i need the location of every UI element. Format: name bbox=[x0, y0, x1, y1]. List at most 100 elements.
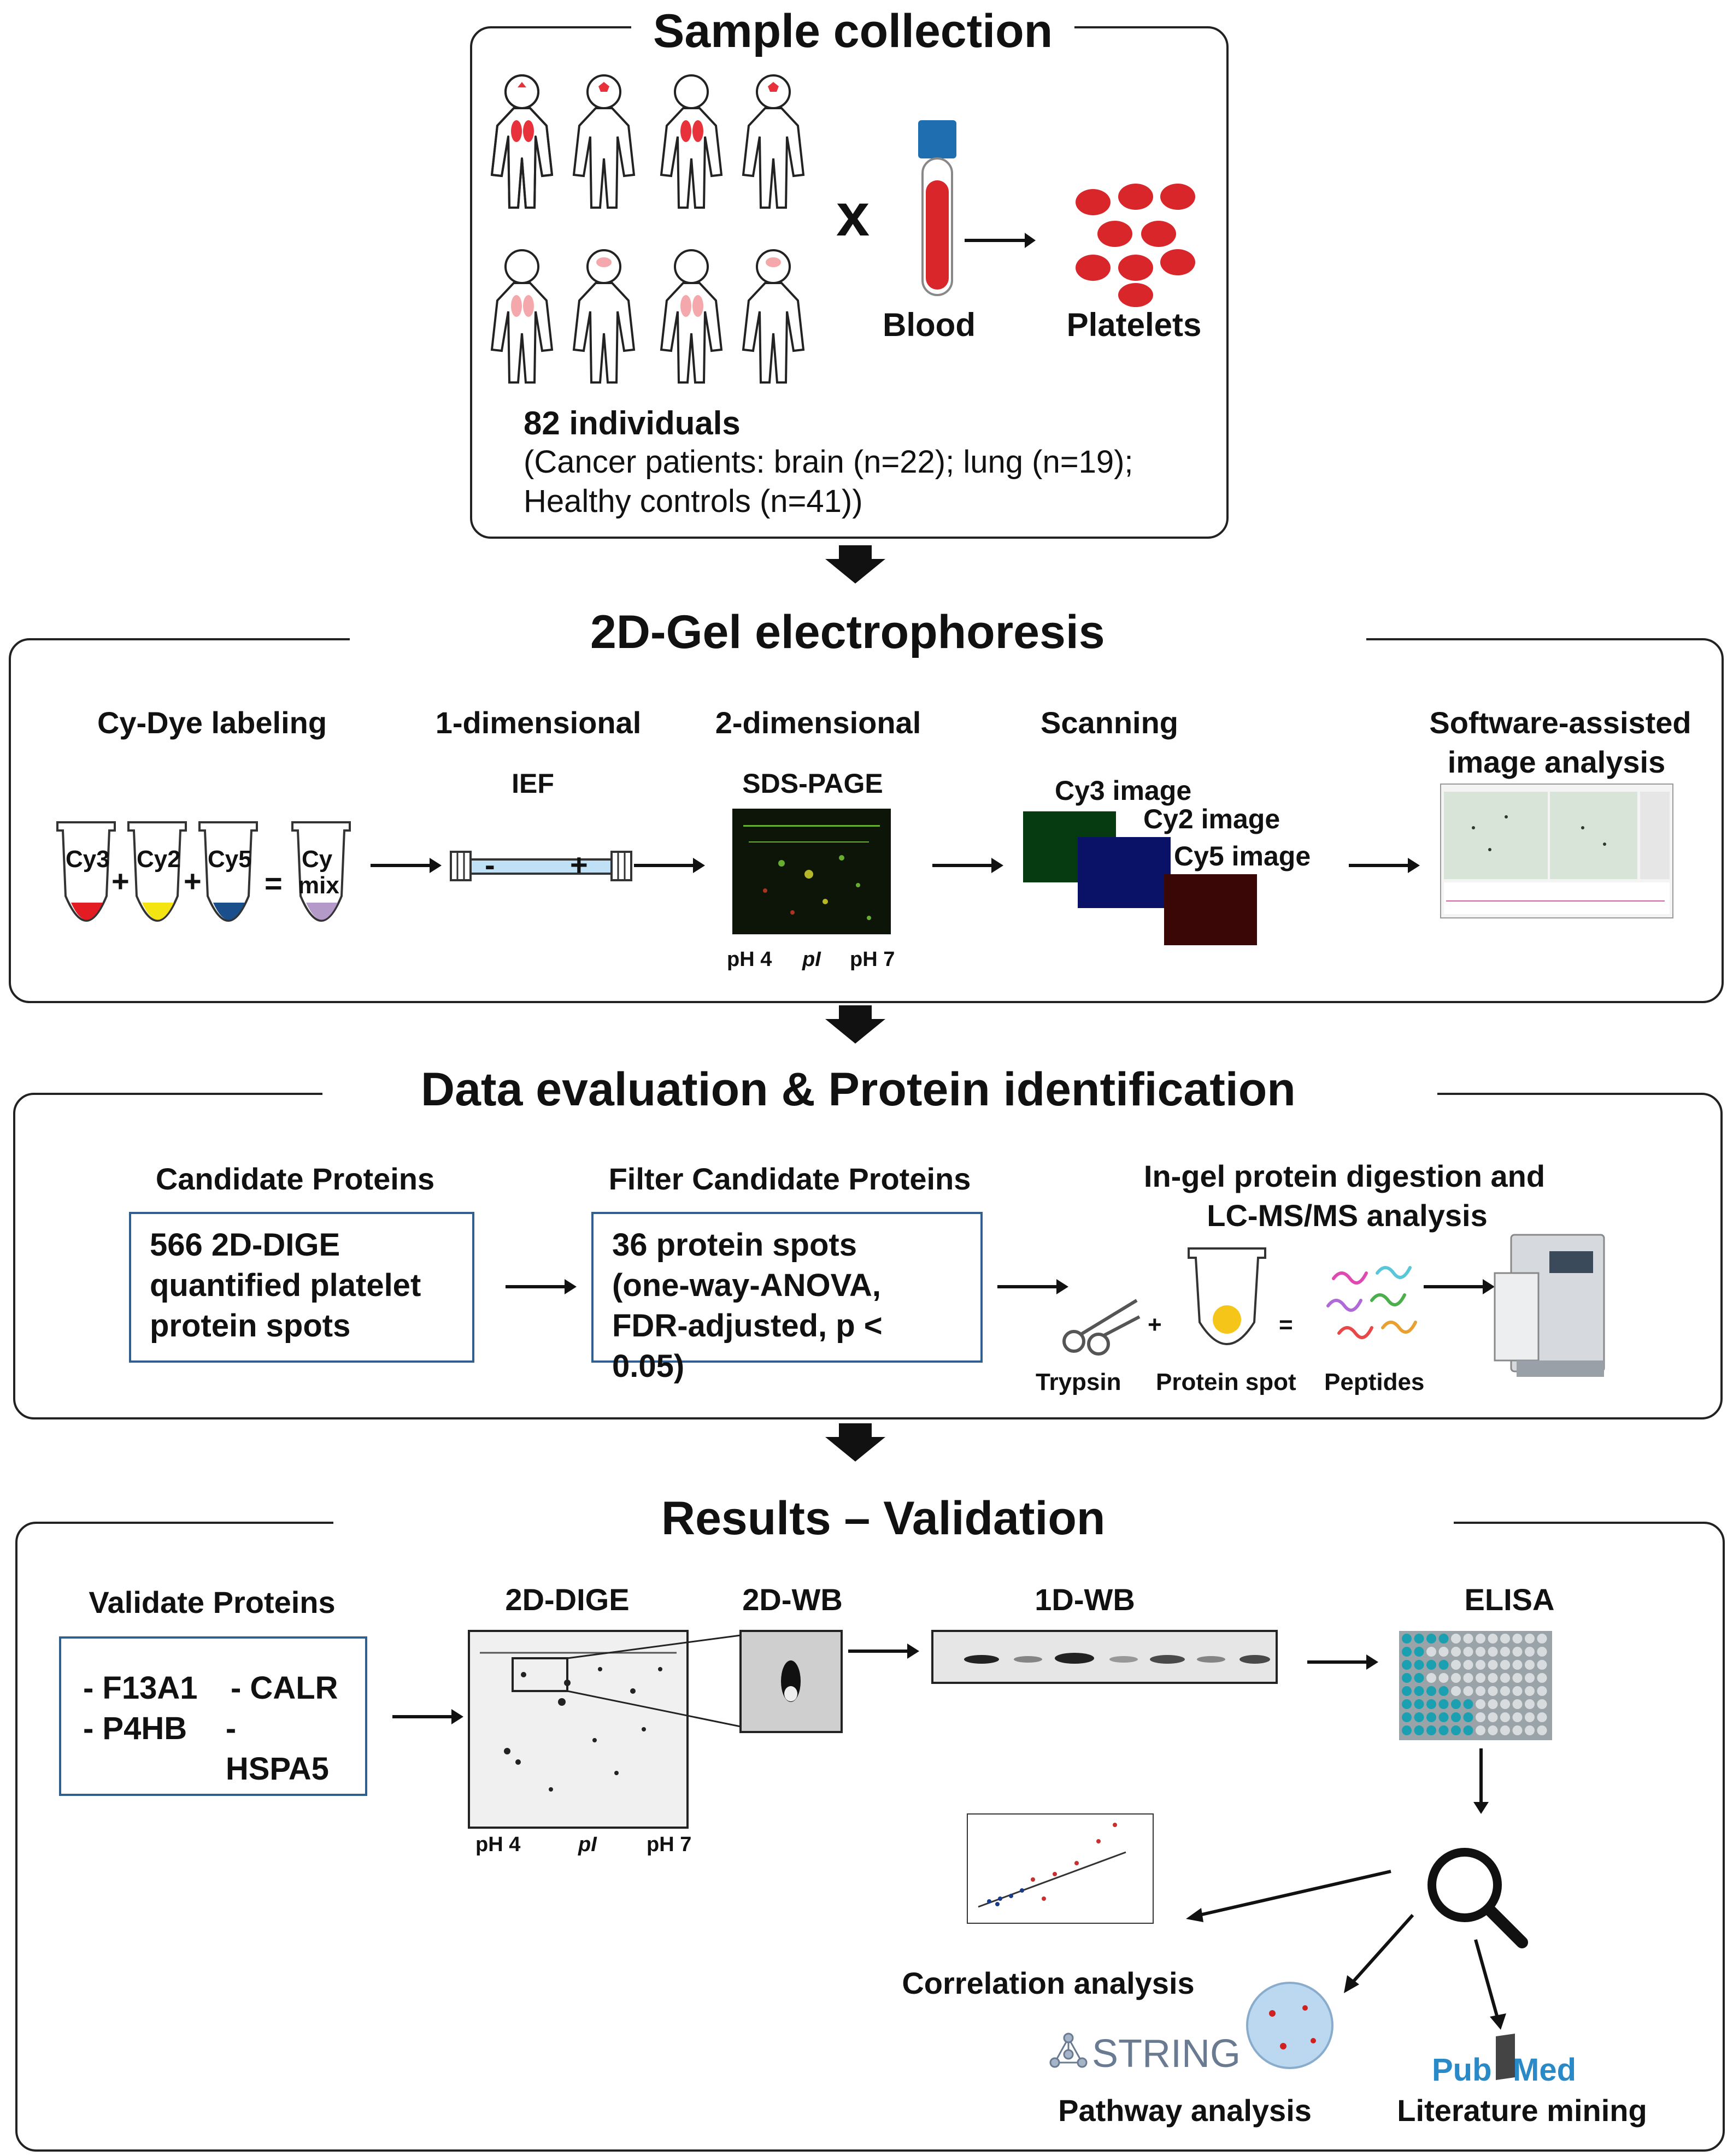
string-logo-text: STRING bbox=[1092, 2032, 1241, 2076]
arrow-to-dige bbox=[392, 1709, 463, 1724]
blood-tube-icon bbox=[918, 120, 956, 296]
elisa-well bbox=[1525, 1673, 1535, 1683]
dige-ph4: pH 4 bbox=[475, 1833, 521, 1856]
elisa-well bbox=[1476, 1634, 1485, 1643]
protein-spot-label: Protein spot bbox=[1156, 1369, 1296, 1395]
pubmed-med: Med bbox=[1513, 2052, 1576, 2088]
ingel-label-2: LC-MS/MS analysis bbox=[1207, 1198, 1488, 1233]
elisa-well bbox=[1402, 1699, 1412, 1709]
arrow-elisa-down bbox=[1473, 1748, 1489, 1814]
dige-label: 2D-DIGE bbox=[505, 1582, 630, 1617]
cy2-scan-image bbox=[1078, 837, 1171, 908]
elisa-well bbox=[1426, 1712, 1436, 1722]
zoom-lines bbox=[567, 1634, 741, 1728]
arrow-to-digestion bbox=[997, 1279, 1068, 1294]
filter-line-2: (one-way-ANOVA, bbox=[612, 1268, 881, 1303]
correlation-label: Correlation analysis bbox=[902, 1966, 1195, 2000]
elisa-well bbox=[1463, 1634, 1473, 1643]
elisa-well bbox=[1438, 1725, 1449, 1735]
flow-arrow-3 bbox=[825, 1423, 885, 1462]
elisa-well bbox=[1525, 1660, 1535, 1670]
dige-pi: pI bbox=[578, 1833, 597, 1856]
protein-p4hb: - P4HB bbox=[83, 1711, 187, 1746]
pathway-label: Pathway analysis bbox=[1058, 2093, 1312, 2128]
elisa-well bbox=[1488, 1634, 1498, 1643]
elisa-well bbox=[1463, 1725, 1473, 1735]
tube-label-cy5: Cy5 bbox=[208, 846, 252, 873]
elisa-well bbox=[1451, 1686, 1461, 1696]
elisa-well bbox=[1451, 1647, 1461, 1657]
dim1-label: 1-dimensional bbox=[435, 705, 642, 740]
mix-label-1: Cy bbox=[302, 846, 333, 873]
scissors-icon bbox=[1062, 1299, 1141, 1356]
sds-gel-image bbox=[732, 809, 891, 934]
elisa-well bbox=[1402, 1686, 1412, 1696]
elisa-well bbox=[1525, 1699, 1535, 1709]
elisa-well bbox=[1537, 1647, 1547, 1657]
elisa-well bbox=[1525, 1712, 1535, 1722]
equals-sign: = bbox=[265, 866, 283, 900]
elisa-well bbox=[1500, 1712, 1510, 1722]
elisa-well bbox=[1438, 1673, 1449, 1683]
sdspage-label: SDS-PAGE bbox=[742, 768, 883, 799]
elisa-well bbox=[1463, 1660, 1473, 1670]
elisa-well bbox=[1426, 1673, 1436, 1683]
elisa-well bbox=[1438, 1634, 1449, 1643]
validate-box: - F13A1 - CALR - P4HB - HSPA5 bbox=[59, 1636, 367, 1796]
elisa-well bbox=[1402, 1673, 1412, 1683]
trypsin-label: Trypsin bbox=[1036, 1369, 1121, 1395]
elisa-well bbox=[1488, 1712, 1498, 1722]
filter-line-1: 36 protein spots bbox=[612, 1227, 857, 1263]
plus-sign: + bbox=[111, 864, 130, 898]
flow-arrow-2 bbox=[825, 1005, 885, 1044]
elisa-well bbox=[1426, 1699, 1436, 1709]
elisa-well bbox=[1537, 1712, 1547, 1722]
elisa-well bbox=[1537, 1725, 1547, 1735]
strip-minus: - bbox=[485, 847, 495, 882]
elisa-well bbox=[1426, 1686, 1436, 1696]
candidate-box: 566 2D-DIGE quantified platelet protein … bbox=[129, 1212, 474, 1363]
arrow-to-pathway bbox=[1344, 1914, 1414, 1993]
protein-row-1: - F13A1 - CALR bbox=[83, 1668, 343, 1709]
elisa-well bbox=[1537, 1686, 1547, 1696]
elisa-well bbox=[1525, 1647, 1535, 1657]
plus-sign: + bbox=[184, 864, 202, 898]
elisa-well bbox=[1476, 1686, 1485, 1696]
elisa-well bbox=[1476, 1712, 1485, 1722]
elisa-well bbox=[1476, 1725, 1485, 1735]
elisa-label: ELISA bbox=[1464, 1582, 1555, 1617]
elisa-well bbox=[1512, 1712, 1523, 1722]
correlation-scatter bbox=[967, 1813, 1154, 1924]
literature-label: Literature mining bbox=[1397, 2093, 1647, 2128]
elisa-well bbox=[1500, 1686, 1510, 1696]
individuals-detail-2: Healthy controls (n=41)) bbox=[524, 484, 863, 519]
flow-arrow-1 bbox=[825, 545, 885, 584]
dim2-label: 2-dimensional bbox=[715, 705, 921, 740]
candidate-line-3: protein spots bbox=[150, 1308, 351, 1344]
elisa-well bbox=[1537, 1634, 1547, 1643]
wb1d-image bbox=[931, 1630, 1278, 1684]
elisa-well bbox=[1426, 1647, 1436, 1657]
elisa-well bbox=[1512, 1660, 1523, 1670]
elisa-well bbox=[1451, 1673, 1461, 1683]
peptides-label: Peptides bbox=[1324, 1369, 1425, 1395]
sds-ph4: pH 4 bbox=[727, 948, 772, 971]
elisa-well bbox=[1402, 1660, 1412, 1670]
protein-row-2: - P4HB - HSPA5 bbox=[83, 1709, 343, 1789]
elisa-well bbox=[1537, 1660, 1547, 1670]
elisa-well bbox=[1500, 1660, 1510, 1670]
cy5-image-label: Cy5 image bbox=[1174, 841, 1311, 871]
arrow-to-correlation bbox=[1186, 1870, 1391, 1922]
filter-label: Filter Candidate Proteins bbox=[608, 1162, 971, 1196]
arrow-to-ief bbox=[371, 858, 442, 873]
elisa-well bbox=[1414, 1660, 1424, 1670]
elisa-well bbox=[1500, 1699, 1510, 1709]
elisa-well bbox=[1451, 1725, 1461, 1735]
elisa-well bbox=[1463, 1712, 1473, 1722]
mass-spectrometer-icon bbox=[1494, 1234, 1605, 1377]
scanning-label: Scanning bbox=[1040, 705, 1179, 740]
sds-ph7: pH 7 bbox=[850, 948, 895, 971]
elisa-well bbox=[1500, 1673, 1510, 1683]
protein-hspa5: - HSPA5 bbox=[225, 1711, 329, 1787]
elisa-well bbox=[1476, 1660, 1485, 1670]
